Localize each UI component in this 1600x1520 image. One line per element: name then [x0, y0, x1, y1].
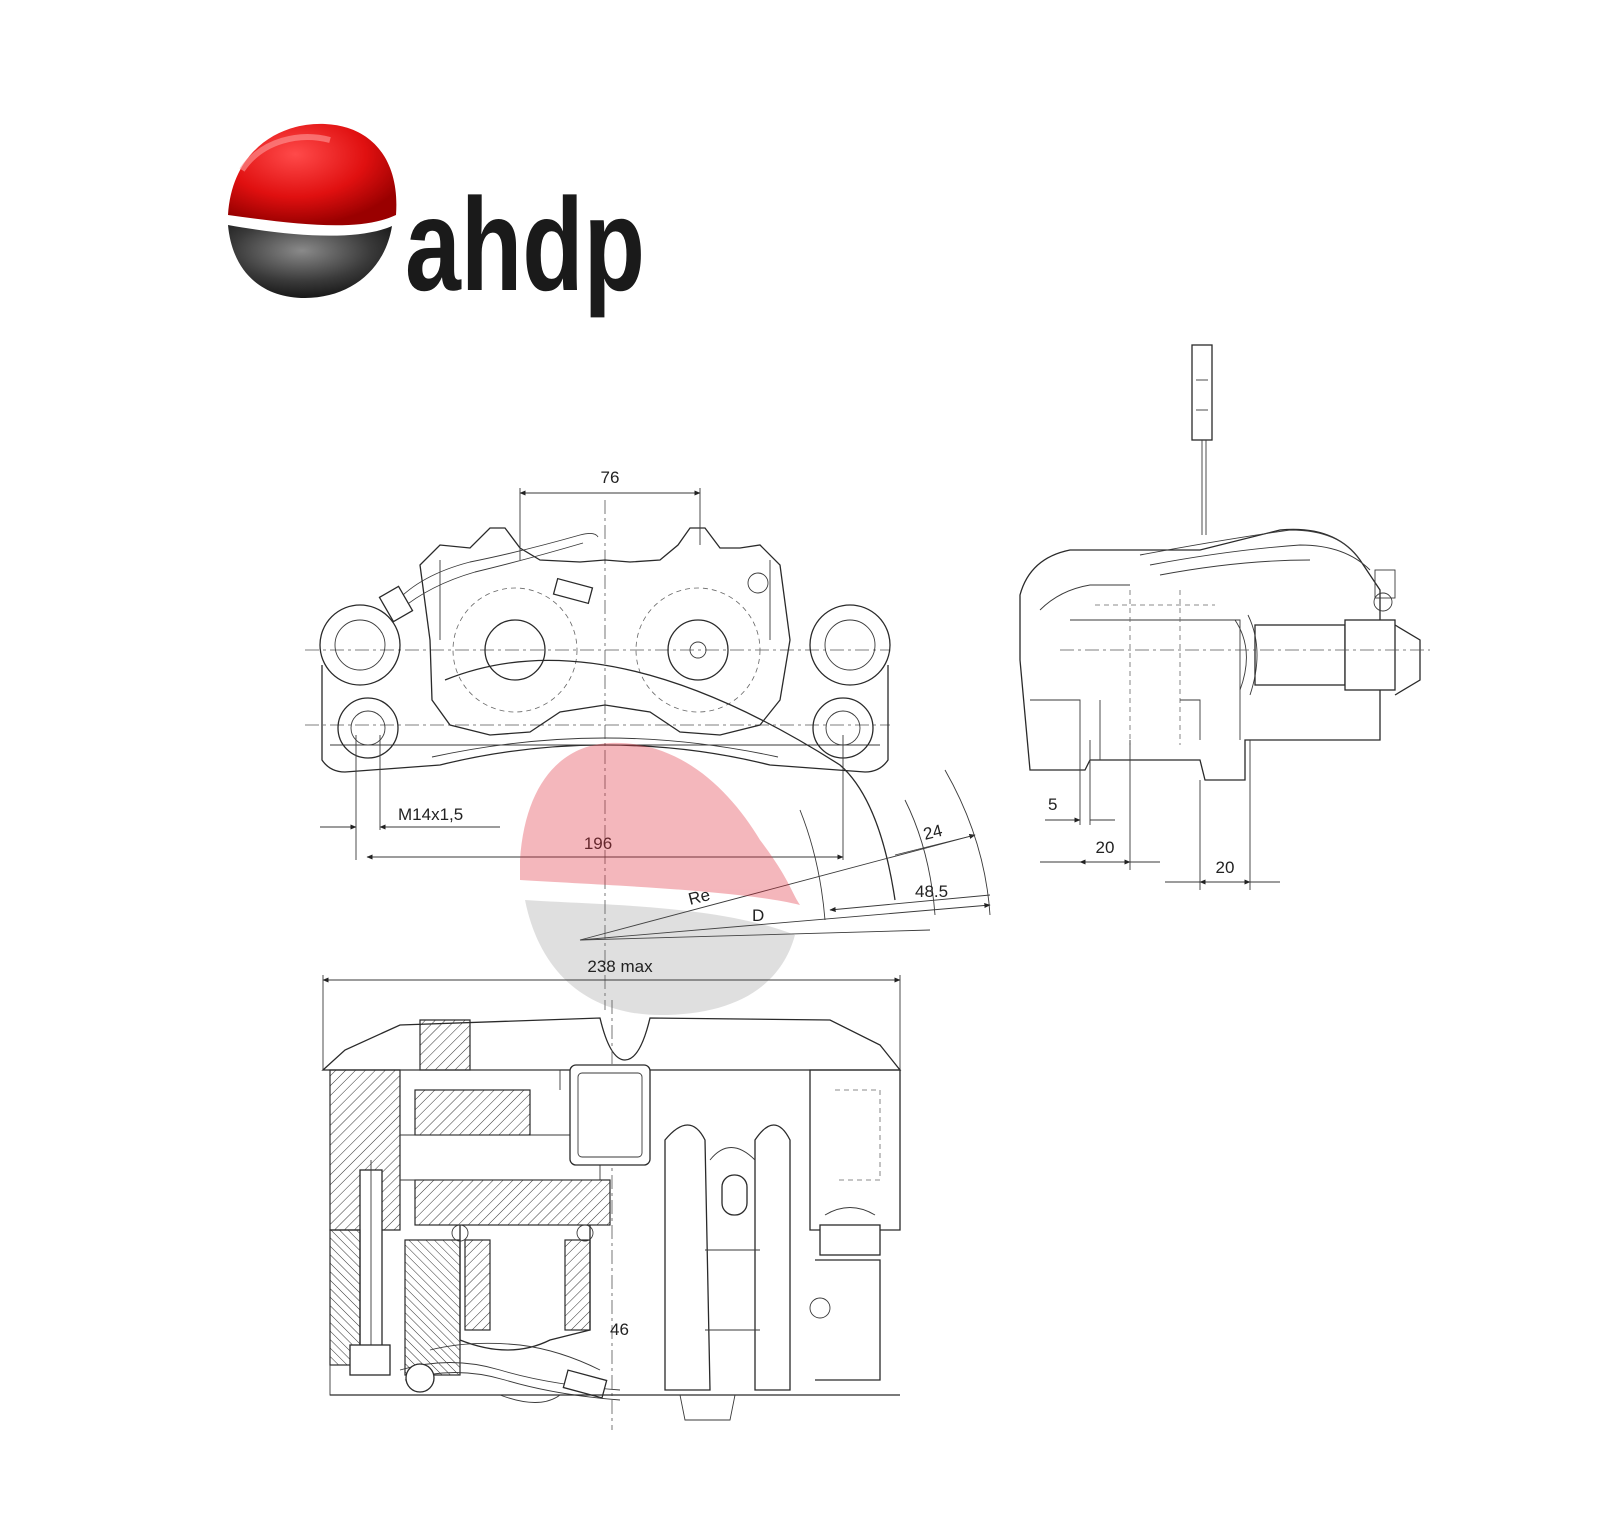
dim-5-label: 5 [1048, 795, 1057, 814]
logo-sphere-icon [228, 123, 397, 298]
dim-24-label: 24 [921, 821, 944, 844]
dim-re-label: Re [686, 885, 712, 909]
side-view: 5 20 20 [1019, 344, 1430, 890]
section-view: 238 max [321, 957, 902, 1430]
dim-thread-label: M14x1,5 [398, 805, 463, 824]
logo-wordmark: ahdp [405, 171, 645, 318]
dim-48-5-label: 48.5 [915, 882, 948, 901]
watermark-sphere-icon [520, 742, 800, 1015]
front-view: 76 M14x1,5 196 Re D 24 48.5 [305, 468, 991, 1010]
dim-76-label: 76 [601, 468, 620, 487]
dim-20-right-label: 20 [1216, 858, 1235, 877]
dim-238-label: 238 max [587, 957, 653, 976]
brand-logo: ahdp [228, 123, 645, 318]
dim-20-left-label: 20 [1096, 838, 1115, 857]
dim-d-label: D [752, 906, 764, 925]
dim-196-label: 196 [584, 834, 612, 853]
dim-46-label: 46 [610, 1320, 629, 1339]
